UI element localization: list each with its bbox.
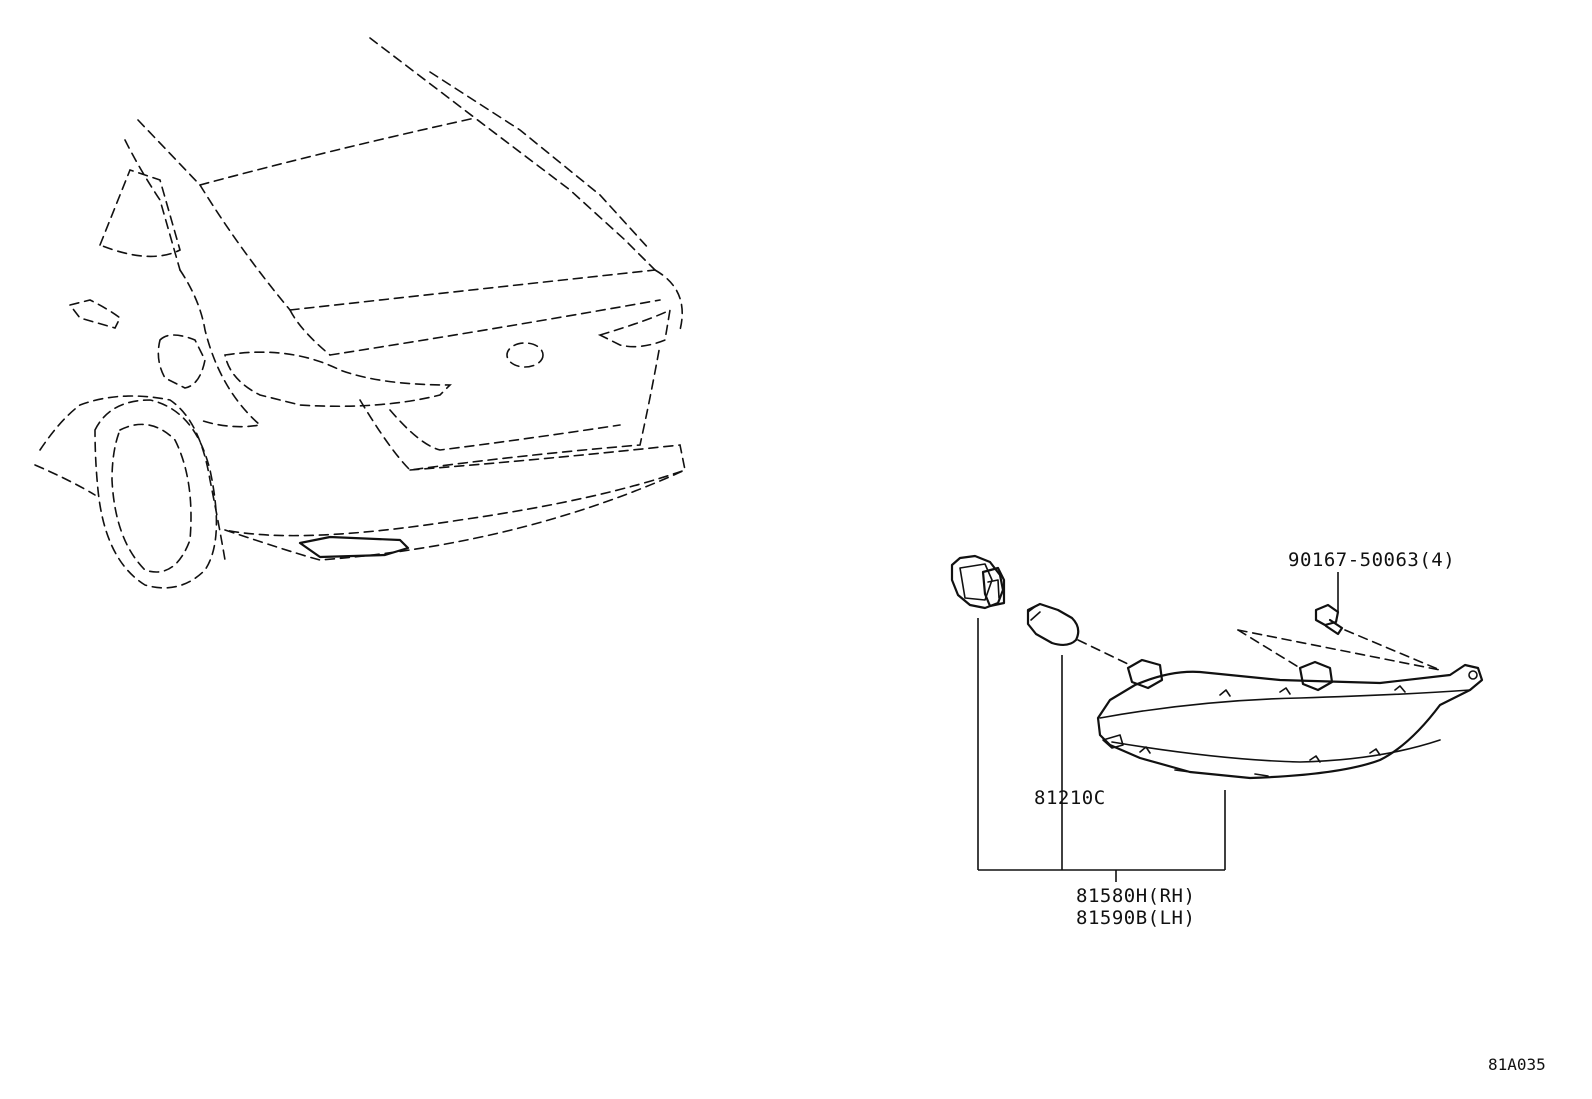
diagram-code: 81A035 <box>1488 1055 1546 1074</box>
lamp-rh-part-number: 81580H(RH) <box>1076 885 1195 907</box>
vehicle-rear-illustration <box>34 37 686 589</box>
bulb-part-number: 81210C <box>1034 787 1106 809</box>
assembly-guides <box>1077 629 1441 671</box>
lamp-assembly-part <box>1096 658 1484 780</box>
lamp-lh-part-number: 81590B(LH) <box>1076 907 1195 929</box>
leader-lines <box>977 572 1339 882</box>
bolt-part <box>1314 603 1344 636</box>
bolt-part-number: 90167-50063(4) <box>1288 549 1455 571</box>
bulb-part <box>1026 602 1080 647</box>
socket-part <box>950 554 1006 610</box>
